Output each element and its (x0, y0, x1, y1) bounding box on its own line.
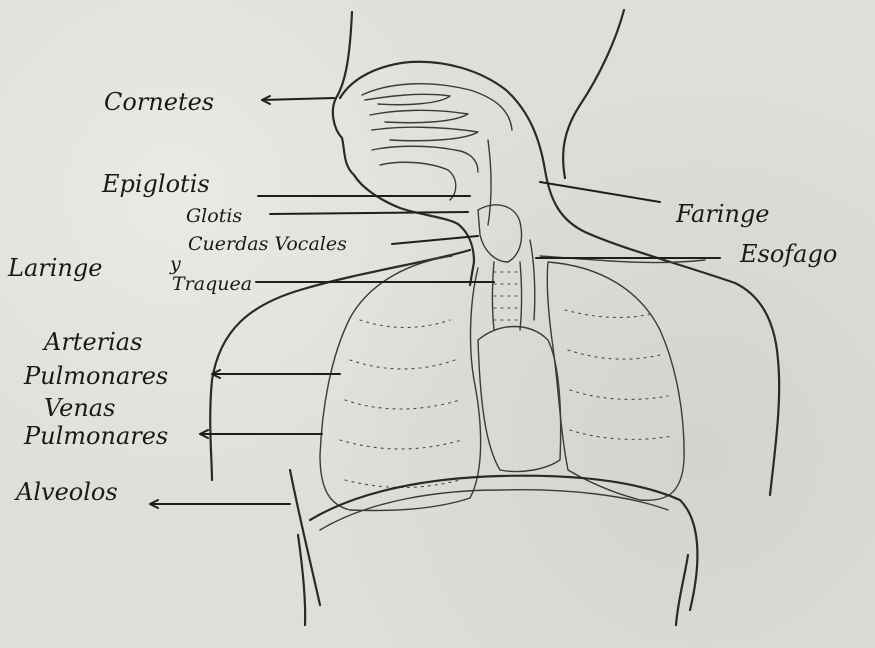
leader-faringe (540, 182, 660, 202)
right-lung (320, 256, 481, 511)
neck-back (563, 10, 624, 178)
larynx (478, 205, 522, 262)
diaphragm-upper (290, 470, 320, 605)
left-body-line (298, 535, 305, 625)
leader-arterias (212, 370, 340, 378)
trachea-rings (494, 272, 520, 320)
turbinate-1 (365, 94, 450, 104)
heart (478, 327, 561, 472)
label-arterias-2: Pulmonares (23, 362, 168, 390)
esophagus (530, 240, 535, 320)
label-traquea: Traquea (172, 273, 252, 295)
turbinate-2 (370, 110, 468, 122)
right-lung-texture (340, 320, 462, 488)
label-venas-1: Venas (44, 394, 115, 422)
label-cornetes: Cornetes (104, 88, 214, 116)
pharynx-wall (488, 140, 491, 225)
label-cuerdas: Cuerdas Vocales (188, 233, 347, 255)
label-laringe: Laringe (7, 254, 102, 282)
label-esofago: Esofago (739, 240, 837, 268)
oral-cavity (372, 146, 478, 172)
tongue (380, 162, 456, 200)
right-body-line (676, 555, 688, 625)
diaphragm-curve (310, 476, 697, 610)
right-torso (540, 256, 705, 263)
label-alveolos: Alveolos (14, 478, 118, 506)
label-y: y (169, 253, 181, 275)
leader-venas (200, 430, 322, 438)
leader-glotis (270, 212, 468, 214)
trachea-right (520, 262, 522, 330)
leader-alveolos (150, 500, 290, 508)
leader-cornetes (262, 96, 334, 104)
left-lung-texture (565, 310, 672, 439)
label-arterias-1: Arterias (42, 328, 142, 356)
nasal-cavity-top (362, 84, 512, 130)
label-glotis: Glotis (186, 205, 242, 227)
turbinate-3 (372, 127, 478, 141)
leader-cuerdas (392, 236, 478, 244)
label-epiglotis: Epiglotis (101, 170, 210, 198)
face-profile (333, 12, 474, 285)
label-venas-2: Pulmonares (23, 422, 168, 450)
label-faringe: Faringe (675, 200, 770, 228)
left-lung (547, 262, 684, 500)
